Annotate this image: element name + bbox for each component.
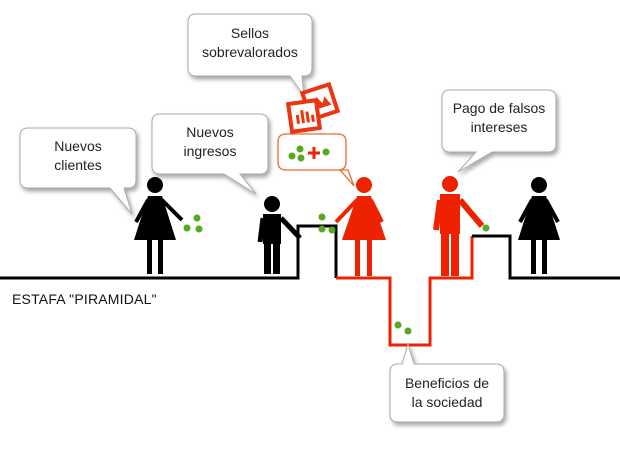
bubble-new-clients bbox=[19, 127, 137, 215]
woman-receiver-figure bbox=[518, 177, 560, 274]
coin-interest bbox=[482, 224, 490, 232]
bubble-fake-interest-text: Pago de falsos intereses bbox=[442, 99, 556, 137]
bubble-line: intereses bbox=[470, 119, 528, 135]
stamps-icon bbox=[285, 81, 341, 135]
bubble-line: sobrevalorados bbox=[202, 44, 298, 60]
bubble-society-benefits bbox=[389, 342, 505, 423]
bubble-line: Sellos bbox=[230, 25, 270, 41]
man-scammer-figure bbox=[433, 176, 485, 276]
coin bbox=[322, 148, 330, 156]
coins-society bbox=[394, 321, 412, 335]
bubble-line: ingresos bbox=[183, 143, 237, 159]
ground-line bbox=[0, 224, 620, 347]
coin bbox=[297, 154, 305, 162]
bubble-fake-interest bbox=[441, 89, 557, 173]
bubble-society-benefits-text: Beneficios de la sociedad bbox=[390, 374, 504, 412]
bubble-line: clientes bbox=[54, 157, 102, 173]
coin bbox=[288, 152, 296, 160]
bubble-line: Nuevos bbox=[54, 138, 102, 154]
bubble-new-income bbox=[151, 113, 269, 195]
plus-icon bbox=[308, 147, 320, 159]
woman-client-figure bbox=[134, 177, 184, 274]
bubble-new-income-text: Nuevos ingresos bbox=[152, 123, 268, 161]
bubble-line: Pago de falsos bbox=[452, 100, 546, 116]
coin bbox=[296, 145, 304, 153]
bubble-stamps-text: Sellos sobrevalorados bbox=[188, 24, 312, 62]
coin-plus-bubble bbox=[277, 133, 355, 187]
bubble-line: Beneficios de bbox=[404, 375, 490, 391]
bubble-stamps bbox=[187, 13, 313, 98]
woman-scammer-figure bbox=[334, 177, 386, 276]
bubble-new-clients-text: Nuevos clientes bbox=[20, 137, 136, 175]
diagram-caption: ESTAFA "PIRAMIDAL" bbox=[12, 291, 157, 307]
bubble-line: Nuevos bbox=[186, 124, 234, 140]
coins-income bbox=[318, 213, 336, 234]
coins-client bbox=[183, 214, 203, 233]
bubble-line: la sociedad bbox=[411, 394, 483, 410]
man-income-figure bbox=[257, 196, 302, 274]
